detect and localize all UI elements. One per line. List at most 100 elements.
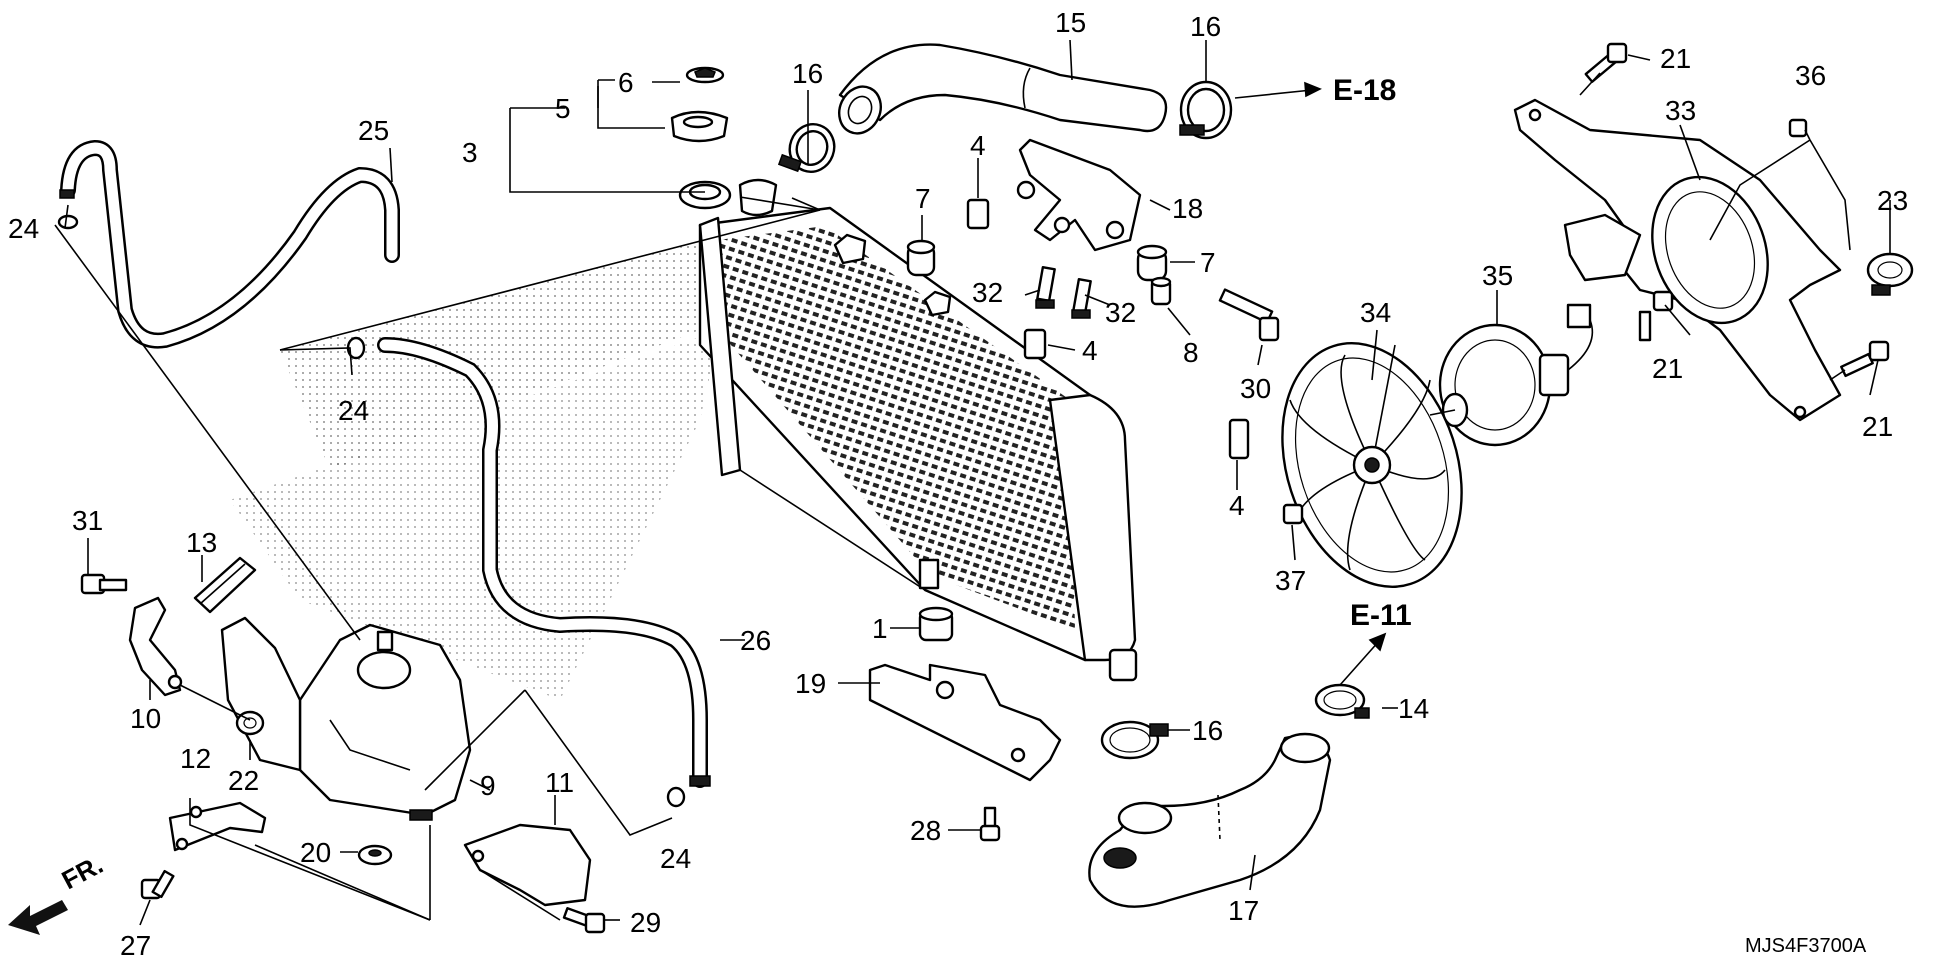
part-number: 19 — [795, 668, 826, 699]
grommet-20 — [357, 844, 393, 866]
part-number: 7 — [915, 183, 931, 214]
hose-clip-24-lower — [666, 786, 686, 808]
fan-shroud — [1513, 98, 1842, 422]
bolt-31 — [80, 573, 128, 595]
part-number: 21 — [1862, 411, 1893, 442]
part-number: 8 — [1183, 337, 1199, 368]
part-number: 24 — [338, 395, 369, 426]
leader-lines — [54, 39, 1891, 926]
part-number: 16 — [1190, 11, 1221, 42]
radiator-cap-assembly — [670, 66, 778, 217]
part-number: 25 — [358, 115, 389, 146]
part-number: 10 — [130, 703, 161, 734]
part-number: 37 — [1275, 565, 1306, 596]
hose-clamp-lower-left — [1100, 720, 1169, 760]
part-number: 26 — [740, 625, 771, 656]
clip-13 — [193, 556, 257, 614]
part-number: 9 — [480, 770, 496, 801]
part-number: 24 — [8, 213, 39, 244]
part-number: 7 — [1200, 247, 1216, 278]
lower-bracket — [868, 663, 1062, 782]
part-number: 27 — [120, 930, 151, 961]
part-number: 29 — [630, 907, 661, 938]
hose-clip-24-upper-left — [57, 214, 79, 230]
reserve-tank — [298, 623, 472, 821]
part-number: 21 — [1652, 353, 1683, 384]
part-number: 22 — [228, 765, 259, 796]
front-arrow-icon — [8, 900, 68, 935]
part-number: 18 — [1172, 193, 1203, 224]
hose-clamp-upper-left — [777, 123, 836, 173]
part-number: 32 — [972, 277, 1003, 308]
bolt-21-top — [1584, 42, 1628, 83]
bolt-30 — [1218, 288, 1280, 342]
part-number: 28 — [910, 815, 941, 846]
mount-rubber — [918, 606, 954, 642]
radiator — [698, 206, 1138, 682]
bolt-32-left — [1035, 266, 1056, 309]
part-number: 4 — [970, 130, 986, 161]
part-number: 1 — [872, 613, 888, 644]
tank-stay-12 — [168, 801, 267, 852]
nut-36 — [1788, 118, 1808, 138]
part-number: 20 — [300, 837, 331, 868]
bolt-28 — [979, 806, 1001, 842]
hose-clamp-upper-right — [1179, 80, 1233, 140]
part-number: 24 — [660, 843, 691, 874]
bolt-32-right — [1071, 278, 1092, 319]
shading-upper — [280, 235, 720, 470]
part-number: 33 — [1665, 95, 1696, 126]
part-number: 12 — [180, 743, 211, 774]
part-number: 4 — [1229, 490, 1245, 521]
upper-hose — [838, 43, 1168, 135]
overflow-hose-25 — [59, 139, 400, 349]
part-number: 15 — [1055, 7, 1086, 38]
ref-label-e11: E-11 — [1350, 599, 1412, 632]
bolt-27 — [140, 869, 175, 900]
part-number: 16 — [792, 58, 823, 89]
clip-nut-middle — [1023, 328, 1047, 360]
cooling-fan — [1281, 342, 1463, 588]
bolt-29 — [562, 906, 606, 934]
bolt-21-right — [1840, 340, 1890, 378]
part-number: 31 — [72, 505, 103, 536]
part-number: 36 — [1795, 60, 1826, 91]
shading-lower — [230, 330, 720, 700]
diagram-code: MJS4F3700A — [1745, 935, 1867, 957]
clip-nut-lower — [1228, 418, 1250, 460]
part-number: 17 — [1228, 895, 1259, 926]
part-number: 23 — [1877, 185, 1908, 216]
part-number: 13 — [186, 527, 217, 558]
nut-37 — [1282, 503, 1304, 525]
tank-stay-10 — [128, 596, 183, 697]
lower-hose — [1088, 732, 1332, 908]
part-number-labels: 1 3 5 6 15 16 16 E-18 4 7 18 7 32 32 4 8… — [8, 7, 1908, 961]
grommet-upper-left — [906, 239, 936, 277]
radiator-bracket — [1016, 138, 1142, 252]
part-number: 35 — [1482, 260, 1513, 291]
part-number: 14 — [1398, 693, 1429, 724]
collar — [1150, 276, 1172, 306]
part-number: 21 — [1660, 43, 1691, 74]
part-number: 16 — [1192, 715, 1223, 746]
ref-label-e18: E-18 — [1333, 74, 1396, 107]
part-number: 11 — [545, 767, 574, 798]
part-number: 3 — [462, 137, 478, 168]
bracket-11 — [463, 823, 592, 907]
part-number: 30 — [1240, 373, 1271, 404]
hose-clamp-lower-right — [1314, 683, 1370, 719]
tank-cover — [220, 616, 302, 772]
clip-nut-upper — [966, 198, 990, 230]
fan-motor — [1429, 303, 1594, 447]
part-number: 4 — [1082, 335, 1098, 366]
part-number: 34 — [1360, 297, 1391, 328]
part-number: 6 — [618, 67, 634, 98]
part-number: 32 — [1105, 297, 1136, 328]
reserve-hose-26 — [377, 337, 711, 788]
grommet-upper-right — [1136, 244, 1168, 282]
part-number: 5 — [555, 93, 571, 124]
clip-23 — [1866, 252, 1914, 296]
bolt-21-middle — [1638, 290, 1674, 342]
front-indicator: FR. — [57, 849, 108, 895]
